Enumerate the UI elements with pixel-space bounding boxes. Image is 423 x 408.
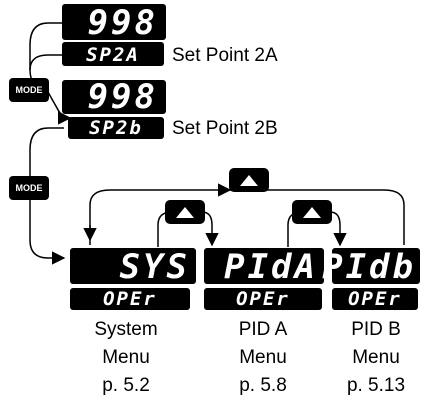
display-pidb-menu: PIdb OPEr — [322, 247, 420, 310]
display-sub: OPEr — [236, 288, 290, 310]
caption-pidb-menu: PID B Menu p. 5.13 — [332, 316, 420, 400]
display-sys-menu: SYS OPEr — [70, 247, 196, 310]
arc-left — [89, 183, 232, 245]
display-sub: OPEr — [348, 288, 402, 310]
up-arrow-key-icon[interactable] — [292, 200, 332, 224]
caption-page: p. 5.8 — [239, 375, 287, 396]
display-code: SYS — [120, 247, 190, 287]
caption-pida-menu: PID A Menu p. 5.8 — [204, 316, 322, 400]
arc-right — [230, 189, 405, 245]
caption-name: PID A — [238, 319, 288, 340]
mode-key-label: MODE — [16, 85, 43, 95]
display-value: 998 — [88, 3, 158, 43]
display-value: 998 — [88, 77, 158, 117]
display-sub: OPEr — [103, 288, 157, 310]
mode-key-label: MODE — [16, 183, 43, 193]
up-arrow-key-icon[interactable] — [165, 200, 205, 224]
label-set-point-2a: Set Point 2A — [172, 45, 278, 66]
display-code: PIdA — [224, 247, 318, 287]
caption-name: System — [94, 319, 158, 340]
mode-key-icon[interactable]: MODE — [9, 176, 49, 200]
mode-key-icon[interactable]: MODE — [9, 78, 49, 102]
caption-page: p. 5.13 — [346, 375, 406, 396]
display-code: SP2A — [86, 44, 140, 66]
label-set-point-2b: Set Point 2B — [172, 118, 278, 139]
display-code: PIdb — [322, 247, 416, 287]
caption-system-menu: System Menu p. 5.2 — [64, 316, 188, 400]
mode-loop-1-top — [29, 54, 64, 71]
display-sp2a: SP2A — [62, 42, 164, 66]
display-998-top: 998 — [62, 3, 166, 43]
display-sp2b: SP2b — [68, 117, 164, 139]
caption-name: PID B — [351, 319, 401, 340]
caption-menu: Menu — [239, 347, 287, 368]
display-pida-menu: PIdA OPEr — [204, 247, 324, 310]
caption-menu: Menu — [352, 347, 400, 368]
display-998-middle: 998 — [62, 77, 166, 117]
display-code: SP2b — [89, 117, 143, 139]
caption-page: p. 5.2 — [102, 375, 150, 396]
up-arrow-key-icon[interactable] — [229, 168, 269, 192]
caption-menu: Menu — [102, 347, 150, 368]
